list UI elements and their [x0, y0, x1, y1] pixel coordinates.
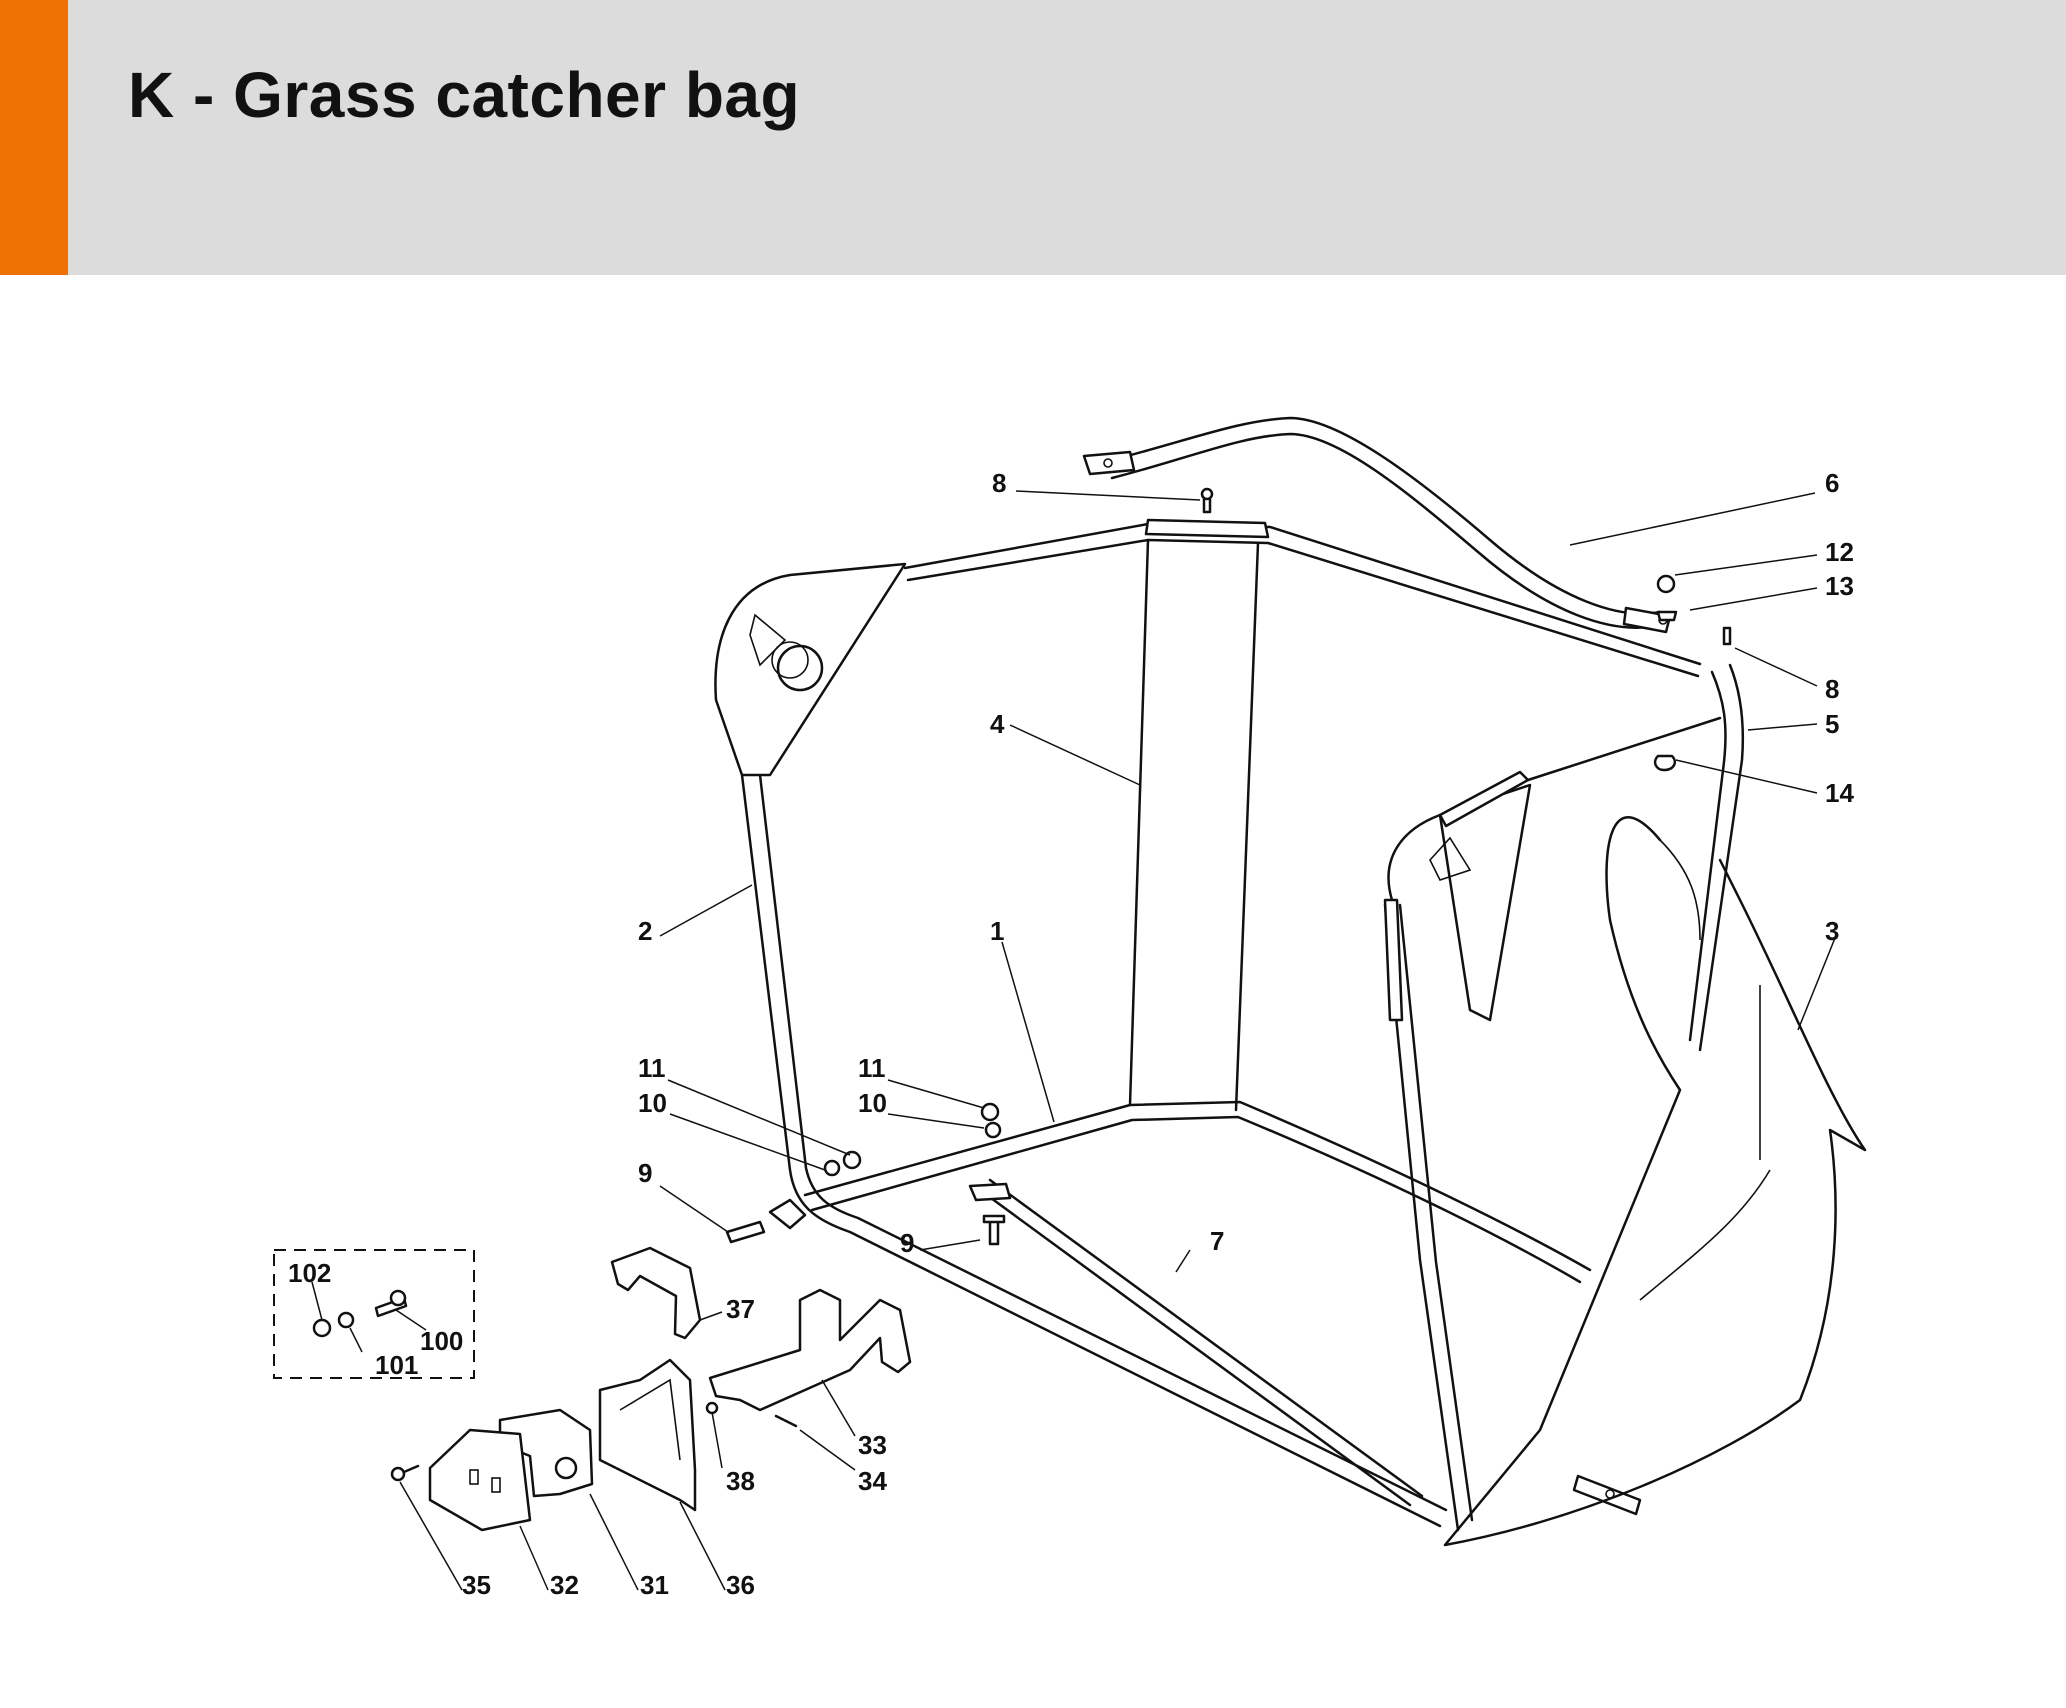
page-title: K - Grass catcher bag	[128, 59, 801, 131]
callout-102: 102	[288, 1258, 331, 1288]
callout-9-left: 9	[638, 1158, 652, 1188]
callout-13: 13	[1825, 571, 1854, 601]
callout-3: 3	[1825, 916, 1839, 946]
callout-12: 12	[1825, 537, 1854, 567]
callout-labels: 8 6 12 13 8 4 5 14 2 1 3 11 10 11 10 9 9…	[288, 468, 1854, 1600]
cross-strap-7	[978, 1188, 1412, 1507]
handle-part-6	[1110, 416, 1662, 615]
callout-101: 101	[375, 1350, 418, 1380]
frame-right-5	[1688, 670, 1727, 1042]
callout-1: 1	[990, 916, 1004, 946]
callout-31: 31	[640, 1570, 669, 1600]
callout-10-mid: 10	[858, 1088, 887, 1118]
catcher-assembly-drawing	[714, 416, 1867, 1547]
leader-lines	[311, 490, 1836, 1591]
callout-9-mid: 9	[900, 1228, 914, 1258]
callout-38: 38	[726, 1466, 755, 1496]
accent-stripe	[0, 0, 68, 275]
callout-34: 34	[858, 1466, 887, 1496]
kit-box	[273, 1249, 475, 1379]
callout-11-mid: 11	[858, 1053, 886, 1083]
callout-11-left: 11	[638, 1053, 666, 1083]
callout-7: 7	[1210, 1226, 1224, 1256]
callout-32: 32	[550, 1570, 579, 1600]
callout-36: 36	[726, 1570, 755, 1600]
callout-4: 4	[990, 709, 1005, 739]
callout-6: 6	[1825, 468, 1839, 498]
latch-mechanism-drawing	[273, 1246, 912, 1532]
callout-37: 37	[726, 1294, 755, 1324]
callout-10-left: 10	[638, 1088, 667, 1118]
callout-33: 33	[858, 1430, 887, 1460]
callout-35: 35	[462, 1570, 491, 1600]
callout-5: 5	[1825, 709, 1839, 739]
callout-100: 100	[420, 1326, 463, 1356]
callout-14: 14	[1825, 778, 1854, 808]
frame-left-2	[740, 773, 1442, 1528]
rear-post-4	[1128, 538, 1150, 1107]
grass-bag-3	[1443, 816, 1867, 1547]
callout-8-right: 8	[1825, 674, 1839, 704]
callout-2: 2	[638, 916, 652, 946]
callout-8-top: 8	[992, 468, 1006, 498]
header-bar	[0, 0, 2066, 275]
